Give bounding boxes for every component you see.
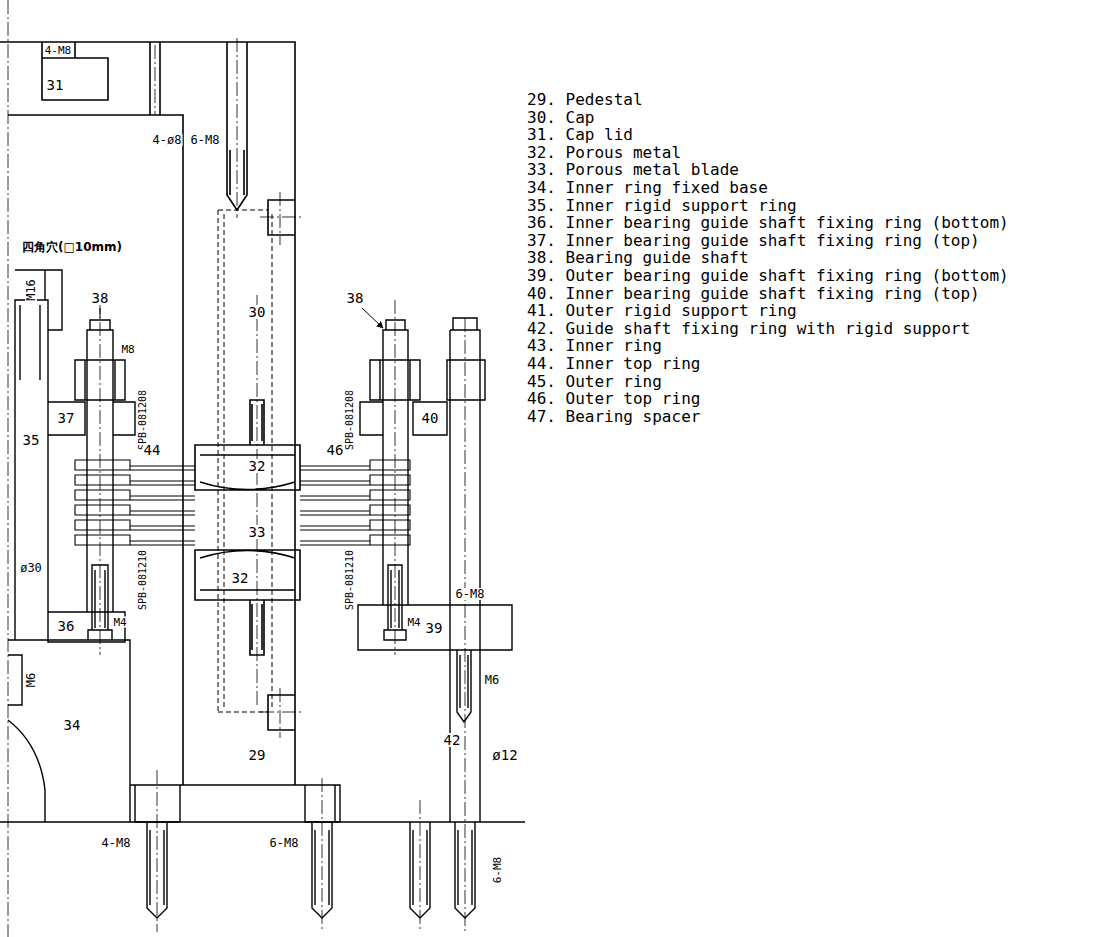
parts-list-entry: 44. Inner top ring — [527, 356, 700, 372]
callout-label: SPB-081208 — [138, 389, 148, 451]
callout-label: 6-M8 — [269, 837, 300, 849]
callout-label: 4-ø8 — [152, 134, 183, 146]
callout-label: 6-M8 — [455, 588, 486, 600]
callout-label: ø30 — [19, 562, 43, 574]
callout-label: ø12 — [491, 748, 518, 762]
parts-list-entry: 35. Inner rigid support ring — [527, 198, 797, 214]
callout-label: 31 — [46, 78, 65, 92]
callout-label: 38 — [91, 291, 110, 305]
parts-list-entry: 40. Inner bearing guide shaft fixing rin… — [527, 286, 980, 302]
parts-list-entry: 47. Bearing spacer — [527, 409, 700, 425]
parts-list-entry: 39. Outer bearing guide shaft fixing rin… — [527, 268, 1009, 284]
callout-label: 29 — [248, 748, 267, 762]
parts-list-entry: 32. Porous metal — [527, 145, 681, 161]
callout-label: M16 — [25, 278, 37, 302]
porous-metal — [195, 400, 300, 655]
leader-line — [100, 308, 383, 328]
callout-label: 35 — [22, 433, 41, 447]
callout-label: 30 — [248, 305, 267, 319]
callout-label: 34 — [63, 718, 82, 732]
callout-label: 6-M8 — [492, 856, 503, 885]
callout-label: 37 — [57, 411, 76, 425]
callout-label: 四角穴(□10mm) — [21, 241, 123, 253]
callout-label: M4 — [112, 617, 127, 628]
parts-list-entry: 46. Outer top ring — [527, 391, 700, 407]
callout-label: 33 — [248, 525, 267, 539]
callout-label: 6-M8 — [190, 134, 221, 146]
bolt — [130, 785, 475, 918]
callout-label: SPB-081210 — [138, 549, 148, 611]
parts-list-entry: 36. Inner bearing guide shaft fixing rin… — [527, 215, 1009, 231]
housing-outline — [0, 42, 525, 822]
parts-list-entry: 38. Bearing guide shaft — [527, 250, 749, 266]
outer-ring-assembly — [358, 318, 512, 822]
parts-list-entry: 31. Cap lid — [527, 127, 633, 143]
callout-label: 38 — [346, 291, 365, 305]
callout-label: 36 — [57, 619, 76, 633]
callout-label: SPB-081208 — [345, 389, 355, 451]
parts-list-entry: 37. Inner bearing guide shaft fixing rin… — [527, 233, 980, 249]
parts-list-entry: 43. Inner ring — [527, 338, 662, 354]
callout-label: M6 — [25, 672, 37, 688]
parts-list-entry: 42. Guide shaft fixing ring with rigid s… — [527, 321, 970, 337]
callout-label: 32 — [231, 571, 250, 585]
blade-line — [130, 466, 370, 545]
parts-list-entry: 45. Outer ring — [527, 374, 662, 390]
parts-list-entry: 30. Cap — [527, 110, 594, 126]
callout-label: M8 — [120, 344, 135, 355]
callout-label: SPB-081210 — [345, 549, 355, 611]
ring-stack — [75, 460, 410, 545]
inner-ring-assembly — [8, 270, 135, 822]
parts-list-entry: 41. Outer rigid support ring — [527, 303, 797, 319]
callout-label: 44 — [143, 443, 162, 457]
callout-label: 39 — [425, 621, 444, 635]
callout-label: 46 — [326, 443, 345, 457]
callout-label: 4-M8 — [44, 45, 73, 56]
callout-label: M6 — [484, 674, 500, 686]
parts-list-entry: 33. Porous metal blade — [527, 162, 739, 178]
callout-label: 32 — [248, 459, 267, 473]
callout-label: M4 — [406, 617, 421, 628]
center-line — [8, 0, 465, 937]
parts-list-entry: 34. Inner ring fixed base — [527, 180, 768, 196]
callout-label: 4-M8 — [101, 837, 132, 849]
parts-list-entry: 29. Pedestal — [527, 92, 643, 108]
callout-label: 40 — [421, 411, 440, 425]
callout-label: 42 — [443, 733, 462, 747]
